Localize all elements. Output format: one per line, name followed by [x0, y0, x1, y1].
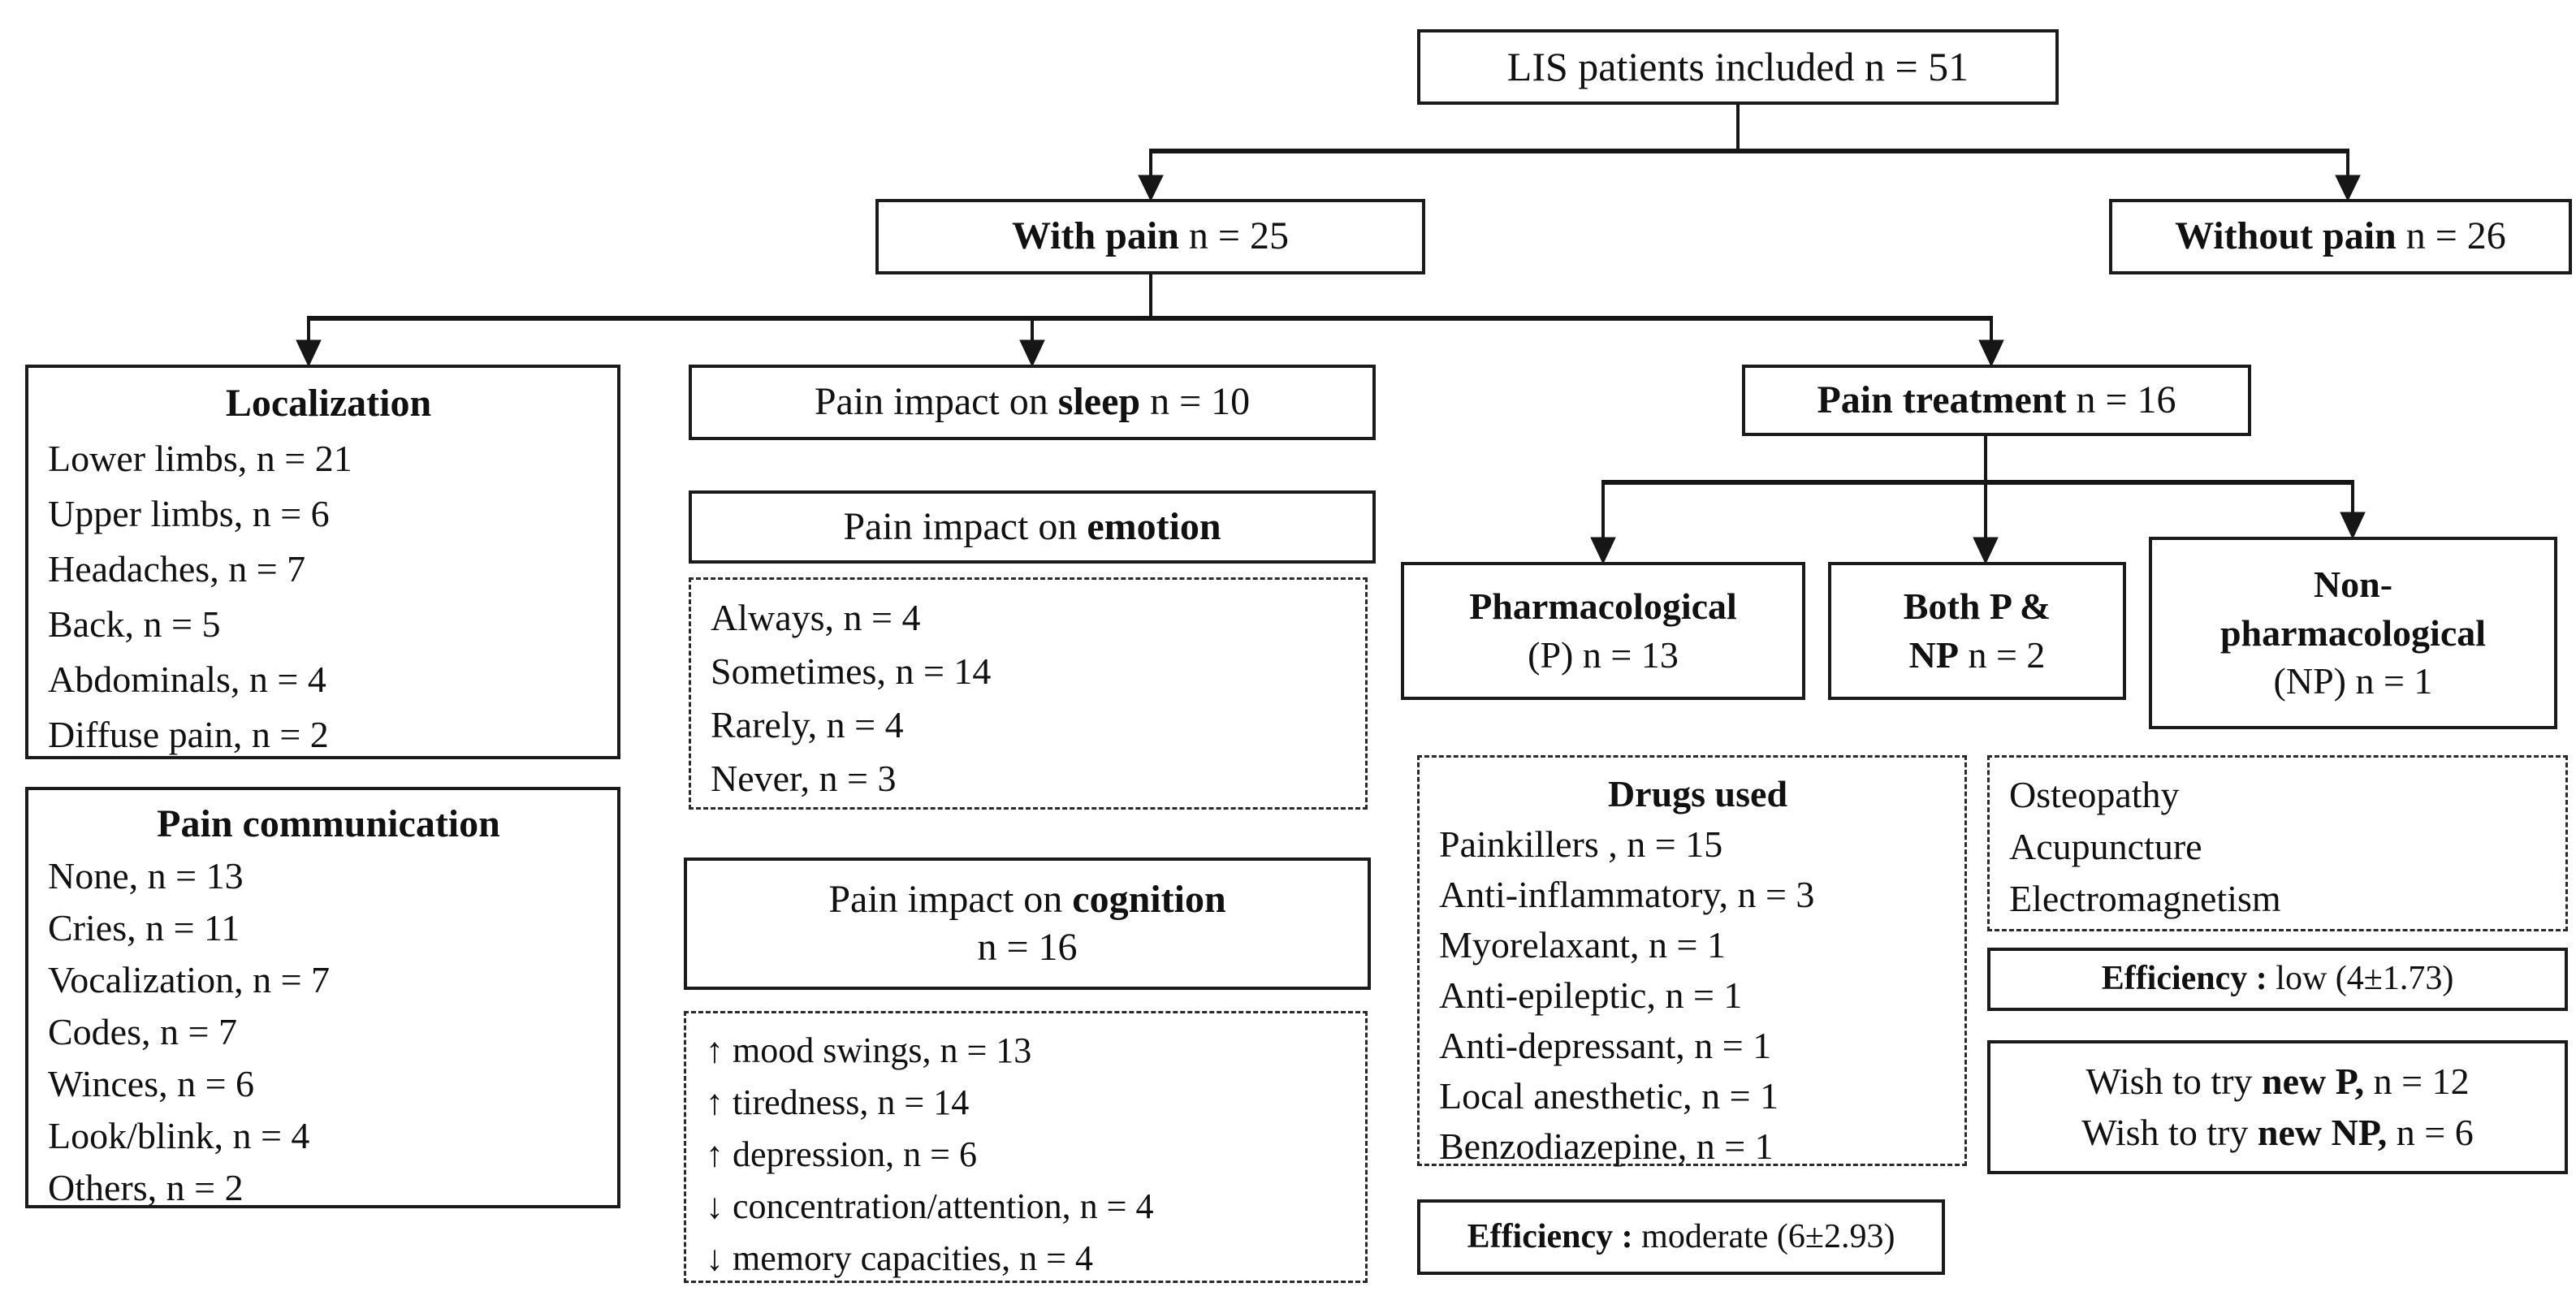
list-item: Sometimes, n = 14 — [711, 650, 992, 692]
node-pain-communication: Pain communication None, n = 13 Cries, n… — [25, 787, 620, 1208]
node-pharmacological-n: (P) n = 13 — [1528, 634, 1679, 676]
node-localization: Localization Lower limbs, n = 21 Upper l… — [25, 365, 620, 759]
list-item: Back, n = 5 — [48, 603, 221, 645]
node-pain-impact-cognition: Pain impact on cognition n = 16 — [684, 858, 1371, 990]
node-wish-to-try: Wish to try new P, n = 12 Wish to try ne… — [1987, 1040, 2568, 1174]
list-item: ↑ depression, n = 6 — [706, 1134, 977, 1174]
list-item: Rarely, n = 4 — [711, 704, 904, 745]
list-item: Never, n = 3 — [711, 758, 897, 799]
list-item: Local anesthetic, n = 1 — [1439, 1075, 1779, 1117]
list-item: Painkillers , n = 15 — [1439, 823, 1723, 865]
node-efficiency-low: Efficiency : low (4±1.73) — [1987, 948, 2568, 1011]
node-non-pharmacological-n: (NP) n = 1 — [2273, 660, 2433, 702]
list-item: Anti-inflammatory, n = 3 — [1439, 874, 1815, 915]
list-item: ↑ mood swings, n = 13 — [706, 1030, 1032, 1070]
node-pain-communication-title: Pain communication — [157, 802, 500, 845]
node-pain-treatment: Pain treatment n = 16 — [1742, 365, 2251, 436]
list-item: Myorelaxant, n = 1 — [1439, 924, 1726, 966]
list-item: Abdominals, n = 4 — [48, 659, 326, 700]
list-item: Acupuncture — [2009, 826, 2202, 867]
node-without-pain: Without pain n = 26 — [2109, 199, 2572, 274]
node-lis-patients-label: LIS patients included n = 51 — [1506, 44, 1969, 89]
node-drugs-used: Drugs used Painkillers , n = 15 Anti-inf… — [1417, 755, 1967, 1167]
list-item: Electromagnetism — [2009, 878, 2281, 919]
node-wish-to-try-np: Wish to try new NP, n = 6 — [2081, 1111, 2474, 1153]
node-pain-treatment-label: Pain treatment n = 16 — [1817, 378, 2176, 421]
node-without-pain-label: Without pain n = 26 — [2175, 214, 2506, 258]
node-non-pharmacological-label2: pharmacological — [2219, 611, 2487, 654]
node-pain-impact-sleep: Pain impact on sleep n = 10 — [689, 365, 1376, 440]
list-item: Headaches, n = 7 — [48, 548, 306, 590]
list-item: Others, n = 2 — [48, 1167, 244, 1208]
list-item: ↓ memory capacities, n = 4 — [706, 1238, 1093, 1278]
node-cognition-effects: ↑ mood swings, n = 13 ↑ tiredness, n = 1… — [684, 1011, 1368, 1283]
node-drugs-used-title: Drugs used — [1607, 773, 1788, 814]
node-pain-impact-sleep-label: Pain impact on sleep n = 10 — [814, 380, 1251, 424]
list-item: Diffuse pain, n = 2 — [48, 714, 329, 755]
list-item: Benzodiazepine, n = 1 — [1439, 1125, 1774, 1167]
node-pain-impact-cognition-n: n = 16 — [977, 925, 1078, 969]
node-wish-to-try-p: Wish to try new P, n = 12 — [2085, 1061, 2470, 1103]
list-item: ↓ concentration/attention, n = 4 — [706, 1186, 1154, 1226]
list-item: Osteopathy — [2009, 774, 2180, 815]
node-with-pain-label: With pain n = 25 — [1012, 214, 1289, 258]
node-np-methods: Osteopathy Acupuncture Electromagnetism — [1987, 755, 2568, 931]
node-with-pain: With pain n = 25 — [875, 199, 1425, 274]
list-item: Codes, n = 7 — [48, 1011, 237, 1052]
node-lis-patients: LIS patients included n = 51 — [1417, 29, 2059, 105]
list-item: Upper limbs, n = 6 — [48, 493, 330, 534]
list-item: Anti-epileptic, n = 1 — [1439, 974, 1743, 1016]
node-emotion-frequency: Always, n = 4 Sometimes, n = 14 Rarely, … — [689, 577, 1368, 810]
node-pharmacological: Pharmacological (P) n = 13 — [1401, 562, 1805, 700]
node-both-p-np-label2: NP n = 2 — [1908, 634, 2046, 676]
list-item: Always, n = 4 — [711, 597, 921, 638]
node-non-pharmacological-label1: Non- — [2313, 563, 2393, 605]
list-item: Cries, n = 11 — [48, 907, 240, 948]
node-non-pharmacological: Non- pharmacological (NP) n = 1 — [2149, 537, 2557, 729]
node-efficiency-moderate-label: Efficiency : moderate (6±2.93) — [1467, 1217, 1895, 1255]
node-both-p-np: Both P & NP n = 2 — [1828, 562, 2126, 700]
node-both-p-np-label1: Both P & — [1903, 585, 2051, 628]
node-efficiency-moderate: Efficiency : moderate (6±2.93) — [1417, 1199, 1945, 1275]
node-pharmacological-label: Pharmacological — [1469, 585, 1737, 628]
node-pain-impact-emotion: Pain impact on emotion — [689, 490, 1376, 564]
list-item: Look/blink, n = 4 — [48, 1115, 310, 1156]
node-localization-title: Localization — [225, 382, 432, 425]
node-efficiency-low-label: Efficiency : low (4±1.73) — [2101, 960, 2454, 998]
list-item: Winces, n = 6 — [48, 1063, 255, 1104]
node-pain-impact-emotion-label: Pain impact on emotion — [843, 504, 1221, 548]
node-pain-impact-cognition-label: Pain impact on cognition — [828, 877, 1226, 921]
list-item: ↑ tiredness, n = 14 — [706, 1082, 970, 1122]
list-item: None, n = 13 — [48, 855, 244, 896]
list-item: Anti-depressant, n = 1 — [1439, 1025, 1772, 1066]
list-item: Lower limbs, n = 21 — [48, 438, 352, 479]
list-item: Vocalization, n = 7 — [48, 959, 331, 1000]
